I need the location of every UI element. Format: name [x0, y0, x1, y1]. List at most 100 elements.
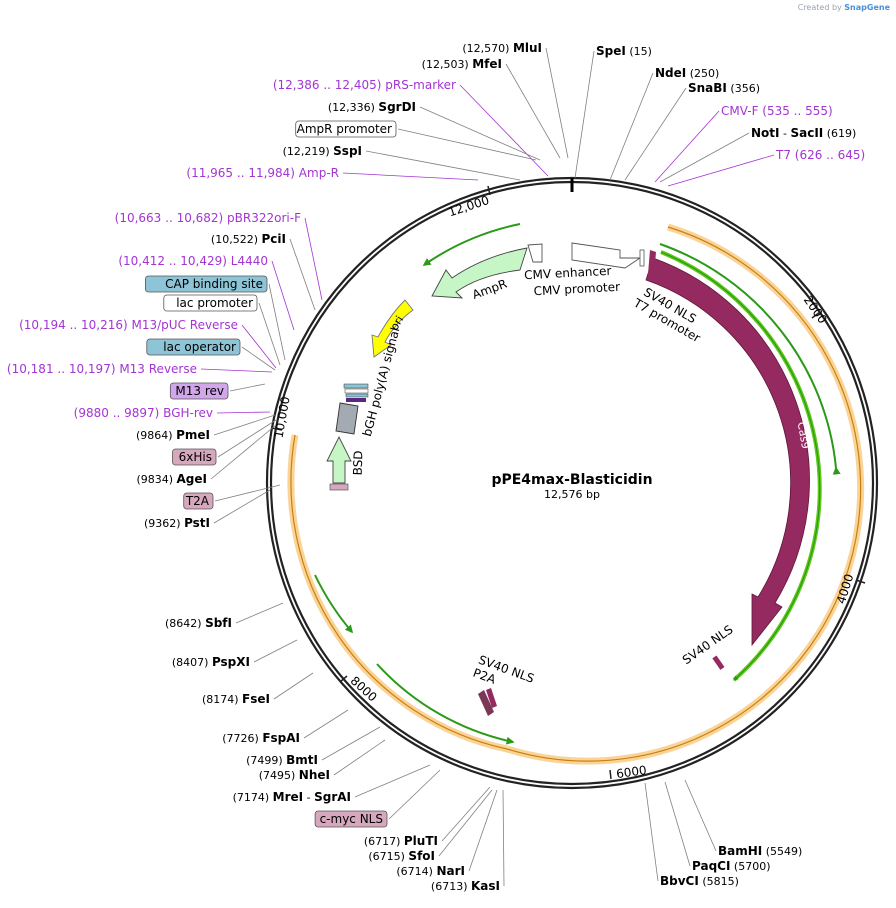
orf-green-arrow-right [660, 251, 821, 681]
cas9-label: Cas9 [795, 421, 813, 450]
left-label-psti-21-text: (9362) PstI [144, 516, 210, 530]
ori-label: ori [388, 314, 407, 333]
left-label-c-myc-nls-29-text: c-myc NLS [320, 812, 383, 826]
left-label-m13-puc-reverse-12[interactable]: (10,194 .. 10,216) M13/pUC Reverse [19, 318, 277, 369]
cmv-enhancer-label: CMV enhancer [524, 264, 612, 283]
right-label-paqci-7[interactable]: PaqCI (5700) [664, 781, 771, 873]
left-label-mlui-0-text: (12,570) MluI [462, 41, 542, 55]
right-label-noti-4[interactable]: NotI - SacII (619) [659, 126, 856, 183]
left-label-nhei-27-text: (7495) NheI [259, 768, 330, 782]
snapgene-logo-text: SnapGene [844, 3, 890, 12]
right-label-bamhi-6[interactable]: BamHI (5549) [684, 779, 802, 858]
right-label-cmv-f-3-leader [654, 110, 720, 183]
sv40-nls-feature-right[interactable] [712, 655, 725, 670]
left-label-t2a-20[interactable]: T2A [183, 484, 281, 510]
left-label-cap-binding-site-10[interactable]: CAP binding site [144, 275, 286, 361]
orf-edge-left [290, 434, 508, 750]
left-label-mfei-1-text: (12,503) MfeI [422, 57, 502, 71]
tick-10000-mark [271, 427, 283, 431]
left-label-pmei-17[interactable]: (9864) PmeI [136, 414, 276, 442]
m13-rev-feature[interactable] [346, 398, 366, 402]
lac-promoter-feature[interactable] [344, 388, 369, 394]
left-label-6xhis-18-leader [217, 419, 277, 458]
left-label-fsei-24[interactable]: (8174) FseI [202, 672, 314, 706]
left-label-psti-21-leader [213, 489, 271, 524]
left-label-bmti-26[interactable]: (7499) BmtI [246, 726, 381, 767]
right-label-bamhi-6-text: BamHI (5549) [718, 844, 802, 858]
right-label-snabi-2[interactable]: SnaBI (356) [624, 81, 760, 181]
left-label-c-myc-nls-29[interactable]: c-myc NLS [314, 769, 441, 828]
left-label-lac-operator-13[interactable]: lac operator [146, 338, 276, 371]
ampr-feature[interactable] [431, 247, 528, 299]
sv40-nls-bottom-feature[interactable] [486, 688, 497, 708]
cap-binding-feature[interactable] [343, 383, 369, 389]
left-label-l4440-9[interactable]: (10,412 .. 10,429) L4440 [118, 254, 295, 331]
right-label-cmv-f-3[interactable]: CMV-F (535 .. 555) [654, 104, 833, 183]
left-label-prs-marker-2[interactable]: (12,386 .. 12,405) pRS-marker [273, 78, 549, 177]
left-label-sspi-5[interactable]: (12,219) SspI [283, 144, 521, 181]
left-label-ampr-promoter-4[interactable]: AmpR promoter [295, 120, 537, 161]
left-label-agei-19[interactable]: (9834) AgeI [136, 424, 277, 486]
lac-operator-feature[interactable] [345, 393, 369, 398]
left-label-psti-21[interactable]: (9362) PstI [144, 489, 271, 530]
t7-promoter-feature[interactable] [648, 250, 656, 276]
t2a-feature[interactable] [329, 483, 349, 491]
left-label-m13-rev-15[interactable]: M13 rev [169, 382, 266, 400]
left-label-sgrdi-3[interactable]: (12,336) SgrDI [328, 100, 541, 161]
left-label-pspxi-23[interactable]: (8407) PspXI [172, 639, 298, 669]
left-label-fspai-25[interactable]: (7726) FspAI [222, 709, 349, 745]
left-label-6xhis-18-box [172, 448, 217, 466]
left-label-fsei-24-leader [273, 672, 314, 700]
left-label-cap-binding-site-10-text: CAP binding site [165, 277, 263, 291]
bgh-polya-feature[interactable] [335, 402, 359, 435]
sv40-nls-top-feature[interactable] [639, 249, 645, 267]
snapgene-credit: Created by SnapGene [798, 3, 890, 12]
right-label-ndei-1[interactable]: NdeI (250) [609, 66, 719, 181]
ori-feature[interactable] [371, 299, 414, 358]
right-label-cmv-f-3-text: CMV-F (535 .. 555) [721, 104, 833, 118]
left-label-nari-32-text: (6714) NarI [396, 864, 465, 878]
left-label-agei-19-leader [210, 424, 277, 480]
left-label-pbr322ori-f-7[interactable]: (10,663 .. 10,682) pBR322ori-F [115, 211, 323, 301]
left-label-sfoi-31-text: (6715) SfoI [368, 849, 435, 863]
left-label-lac-operator-13-text: lac operator [163, 340, 236, 354]
cmv-enhancer-feature[interactable] [527, 243, 543, 263]
left-label-mrei-28[interactable]: (7174) MreI - SgrAI [233, 764, 431, 804]
right-label-bbvci-8[interactable]: BbvCI (5815) [644, 782, 739, 888]
left-label-bgh-rev-16[interactable]: (9880 .. 9897) BGH-rev [74, 406, 271, 420]
left-label-lac-promoter-11[interactable]: lac promoter [163, 294, 281, 366]
right-label-t7-5[interactable]: T7 (626 .. 645) [667, 148, 865, 187]
left-label-sspi-5-text: (12,219) SspI [283, 144, 362, 158]
left-label-mlui-0[interactable]: (12,570) MluI [462, 41, 569, 159]
left-label-m13-rev-15-leader [229, 383, 266, 392]
left-label-amp-r-6[interactable]: (11,965 .. 11,984) Amp-R [186, 166, 479, 181]
left-label-sgrdi-3-leader [419, 106, 541, 161]
left-label-mfei-1-leader [505, 63, 561, 159]
cas9-feature[interactable] [645, 257, 810, 647]
left-label-pcii-8[interactable]: (10,522) PciI [211, 232, 316, 311]
right-label-snabi-2-leader [624, 87, 687, 181]
left-label-sfoi-31-leader [438, 789, 493, 857]
right-label-ndei-1-text: NdeI (250) [655, 66, 719, 80]
left-label-l4440-9-leader [271, 260, 295, 331]
left-label-sfoi-31[interactable]: (6715) SfoI [368, 789, 493, 863]
left-label-nari-32[interactable]: (6714) NarI [396, 789, 498, 878]
left-label-fspai-25-leader [303, 709, 349, 739]
p2a-feature[interactable] [478, 690, 494, 716]
left-label-6xhis-18[interactable]: 6xHis [172, 419, 277, 466]
left-label-ampr-promoter-4-box [295, 120, 397, 138]
right-label-spei-0[interactable]: SpeI (15) [574, 44, 652, 179]
left-label-nhei-27[interactable]: (7495) NheI [259, 739, 386, 782]
bsd-feature[interactable] [326, 435, 352, 484]
left-label-fspai-25-text: (7726) FspAI [222, 731, 300, 745]
left-label-sbfi-22-leader [235, 602, 284, 624]
left-label-kasi-33[interactable]: (6713) KasI [431, 789, 505, 893]
right-label-bbvci-8-leader [644, 782, 659, 882]
left-label-m13-reverse-14[interactable]: (10,181 .. 10,197) M13 Reverse [7, 362, 273, 376]
right-label-t7-5-leader [667, 154, 775, 187]
left-label-sbfi-22[interactable]: (8642) SbfI [165, 602, 284, 630]
bsd-label: BSD [351, 450, 366, 475]
left-label-mfei-1[interactable]: (12,503) MfeI [422, 57, 561, 159]
left-label-prs-marker-2-text: (12,386 .. 12,405) pRS-marker [273, 78, 456, 92]
left-label-pluti-30[interactable]: (6717) PluTI [364, 786, 491, 848]
